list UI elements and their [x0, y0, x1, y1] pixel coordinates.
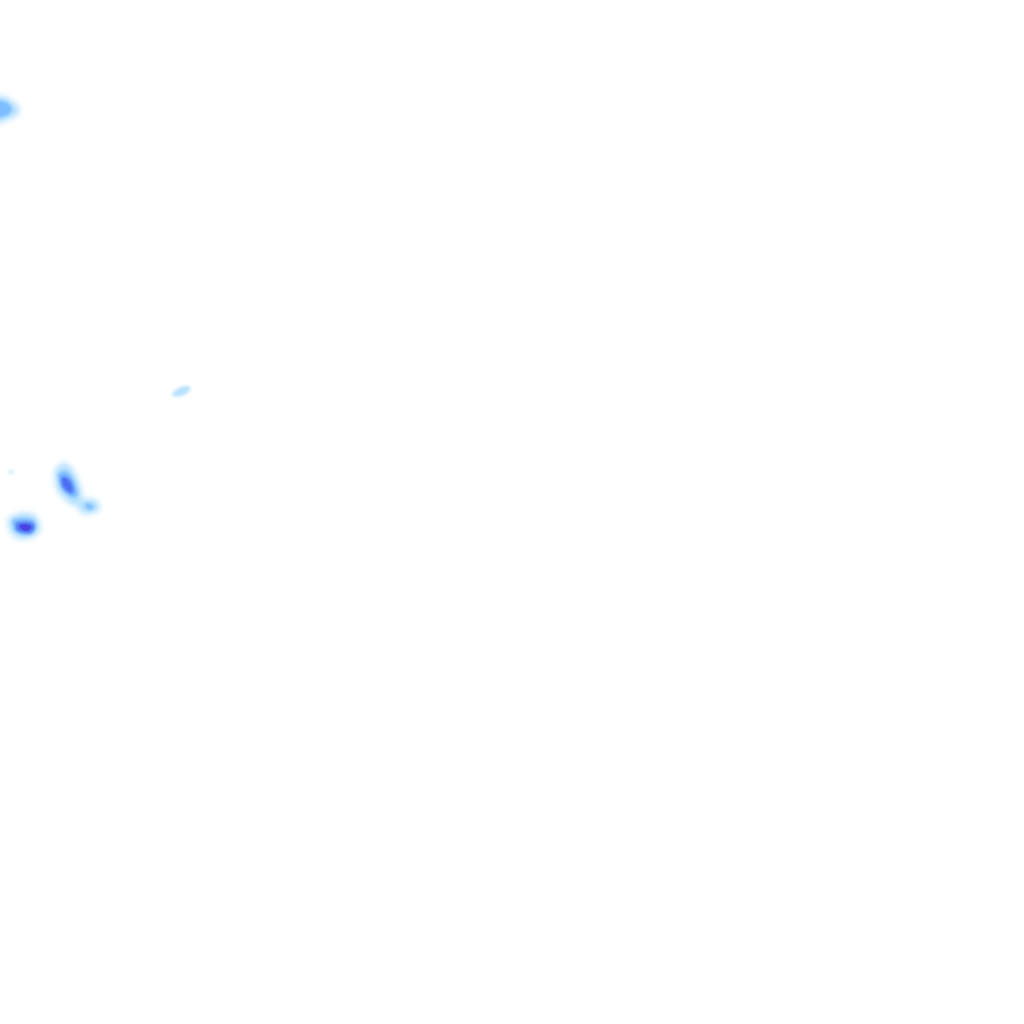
echo-small-fleck [172, 386, 191, 397]
echo-diagonal-tail [76, 498, 100, 514]
echo-edge-top [0, 95, 20, 123]
echo-diagonal-cell [54, 463, 83, 506]
echo-dot [9, 470, 13, 474]
echo-bottom-cell [7, 512, 41, 540]
